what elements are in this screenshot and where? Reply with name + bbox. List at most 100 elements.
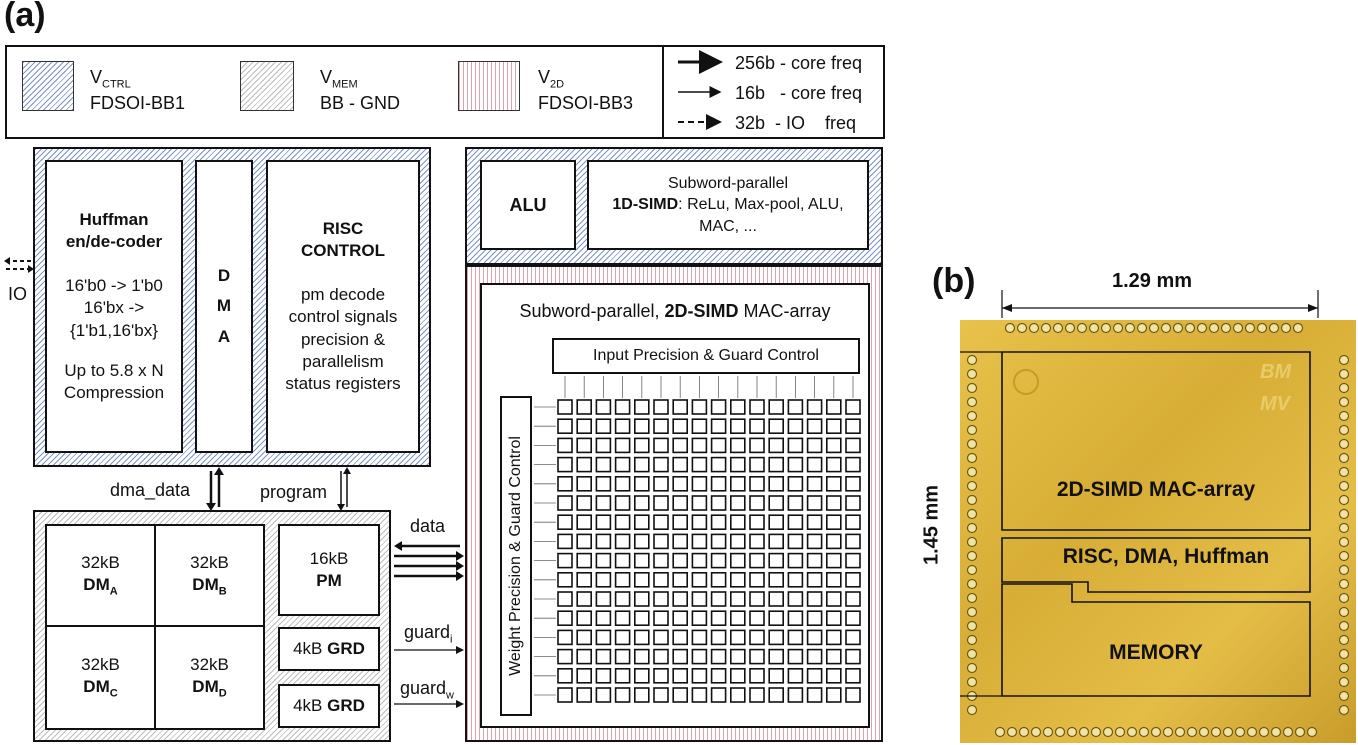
dma-block: D M A xyxy=(195,160,253,453)
pe-cell xyxy=(845,437,861,454)
pe-cell xyxy=(634,533,650,550)
pe-cell xyxy=(634,687,650,703)
bond-pad xyxy=(1030,726,1042,738)
pe-cell xyxy=(557,456,573,473)
bond-pad xyxy=(1148,322,1160,334)
bond-pad xyxy=(966,396,978,408)
pe-cell xyxy=(691,572,708,588)
panel-a-tag: (a) xyxy=(4,0,46,34)
pe-cell xyxy=(595,418,612,435)
bond-pad xyxy=(966,578,978,590)
pe-cell xyxy=(787,514,804,530)
bond-pad xyxy=(1040,322,1052,334)
pe-cell xyxy=(614,572,631,588)
bond-pad xyxy=(1338,648,1350,660)
bond-pad xyxy=(966,704,978,716)
pe-cell xyxy=(768,495,784,511)
pe-cell xyxy=(672,610,688,626)
pe-cell xyxy=(806,399,823,415)
pe-cell xyxy=(787,572,804,588)
bond-pad xyxy=(1234,726,1246,738)
pe-cell xyxy=(691,687,708,703)
pe-cell xyxy=(730,648,746,665)
io-label: IO xyxy=(8,284,28,304)
pe-cell xyxy=(825,533,842,550)
pe-cell xyxy=(806,418,823,435)
pe-cell xyxy=(768,591,784,607)
bond-pad xyxy=(1246,726,1258,738)
pe-cell xyxy=(595,399,612,415)
pe-cell xyxy=(634,667,650,684)
pe-cell xyxy=(806,687,823,703)
weight-precision-ctrl: Weight Precision & Guard Control xyxy=(500,396,532,716)
pe-cell xyxy=(576,687,593,703)
pe-cell xyxy=(749,418,765,435)
pe-cell xyxy=(749,648,765,665)
grd-block-2: 4kB GRD xyxy=(278,684,380,728)
pe-cell xyxy=(634,437,650,454)
pe-cell xyxy=(825,687,842,703)
bond-pad xyxy=(1124,322,1136,334)
bond-pad xyxy=(1292,322,1304,334)
bond-pad xyxy=(966,550,978,562)
pe-cell xyxy=(710,687,727,703)
pe-cell xyxy=(749,687,765,703)
bond-pad xyxy=(1196,322,1208,334)
bond-pad xyxy=(966,438,978,450)
bond-pad xyxy=(1102,726,1114,738)
arrow-label-2: 16b - core freq xyxy=(735,83,863,103)
pe-cell xyxy=(557,476,573,492)
dm-a: 32kB DMA xyxy=(81,553,120,598)
bond-pad xyxy=(1198,726,1210,738)
pe-cell xyxy=(595,648,612,665)
pe-cell xyxy=(614,456,631,473)
pe-cell xyxy=(634,418,650,435)
pe-cell xyxy=(730,476,746,492)
bond-pad xyxy=(1338,354,1350,366)
bond-pad xyxy=(966,662,978,674)
pe-cell xyxy=(634,514,650,530)
pe-cell xyxy=(691,591,708,607)
pe-cell xyxy=(672,399,688,415)
bond-pad xyxy=(1338,424,1350,436)
pe-cell xyxy=(749,591,765,607)
pe-cell xyxy=(614,687,631,703)
huffman-block: Huffman en/de-coder 16'b0 -> 1'b0 16'bx … xyxy=(45,160,183,453)
pe-cell xyxy=(825,648,842,665)
bond-pad xyxy=(966,494,978,506)
pe-cell xyxy=(730,514,746,530)
pe-cell xyxy=(845,629,861,646)
pe-cell xyxy=(845,418,861,435)
bond-pad xyxy=(1112,322,1124,334)
pe-cell xyxy=(768,648,784,665)
pe-cell xyxy=(653,437,669,454)
pe-cell xyxy=(576,572,593,588)
pe-cell xyxy=(730,629,746,646)
pe-cell xyxy=(710,514,727,530)
bond-pad xyxy=(1258,726,1270,738)
bond-pad xyxy=(1338,704,1350,716)
pe-cell xyxy=(710,495,727,511)
pe-cell xyxy=(614,514,631,530)
bond-pad xyxy=(1160,322,1172,334)
bond-pad xyxy=(1338,382,1350,394)
pe-cell xyxy=(730,399,746,415)
pe-cell xyxy=(730,687,746,703)
bond-pad xyxy=(966,620,978,632)
bond-pad xyxy=(1338,536,1350,548)
pe-cell xyxy=(672,629,688,646)
bond-pad xyxy=(1338,410,1350,422)
pe-cell xyxy=(806,476,823,492)
pe-cell xyxy=(634,476,650,492)
data-label: data xyxy=(410,516,446,536)
dm-b: 32kB DMB xyxy=(190,553,229,598)
pe-cell xyxy=(672,418,688,435)
pe-cell xyxy=(576,418,593,435)
bond-pad xyxy=(1244,322,1256,334)
bond-pad xyxy=(1088,322,1100,334)
program-label: program xyxy=(260,482,328,502)
guard-w-label: guardw xyxy=(400,678,454,702)
pe-cell xyxy=(557,591,573,607)
pe-cell xyxy=(653,572,669,588)
height-label: 1.45 mm xyxy=(920,484,943,566)
